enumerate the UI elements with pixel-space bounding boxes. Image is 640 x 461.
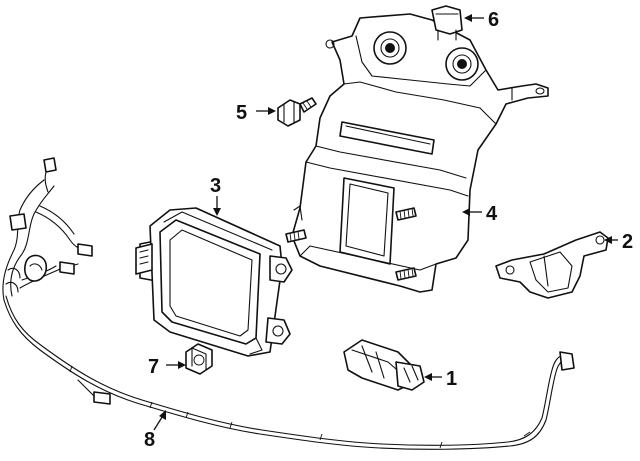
callout-4: 4 (486, 203, 498, 225)
callout-7: 7 (148, 356, 159, 378)
bracket-stud-left (285, 229, 307, 243)
bracket-stud-lower (395, 267, 417, 281)
callout-8: 8 (144, 429, 155, 451)
callout-5: 5 (236, 102, 247, 124)
bracket-stud-upper (395, 207, 417, 221)
bolt (277, 97, 317, 127)
bracket-clip (431, 5, 463, 41)
wiring-harness (2, 157, 575, 450)
mounting-bracket (285, 13, 549, 293)
callout-6: 6 (488, 9, 499, 31)
callout-3: 3 (210, 175, 221, 197)
control-module (135, 207, 293, 357)
sensor (343, 339, 425, 391)
callout-2: 2 (622, 231, 633, 253)
callout-1: 1 (446, 368, 457, 390)
small-bracket (495, 231, 609, 299)
callout-leaders (153, 14, 618, 431)
nut (185, 343, 213, 375)
